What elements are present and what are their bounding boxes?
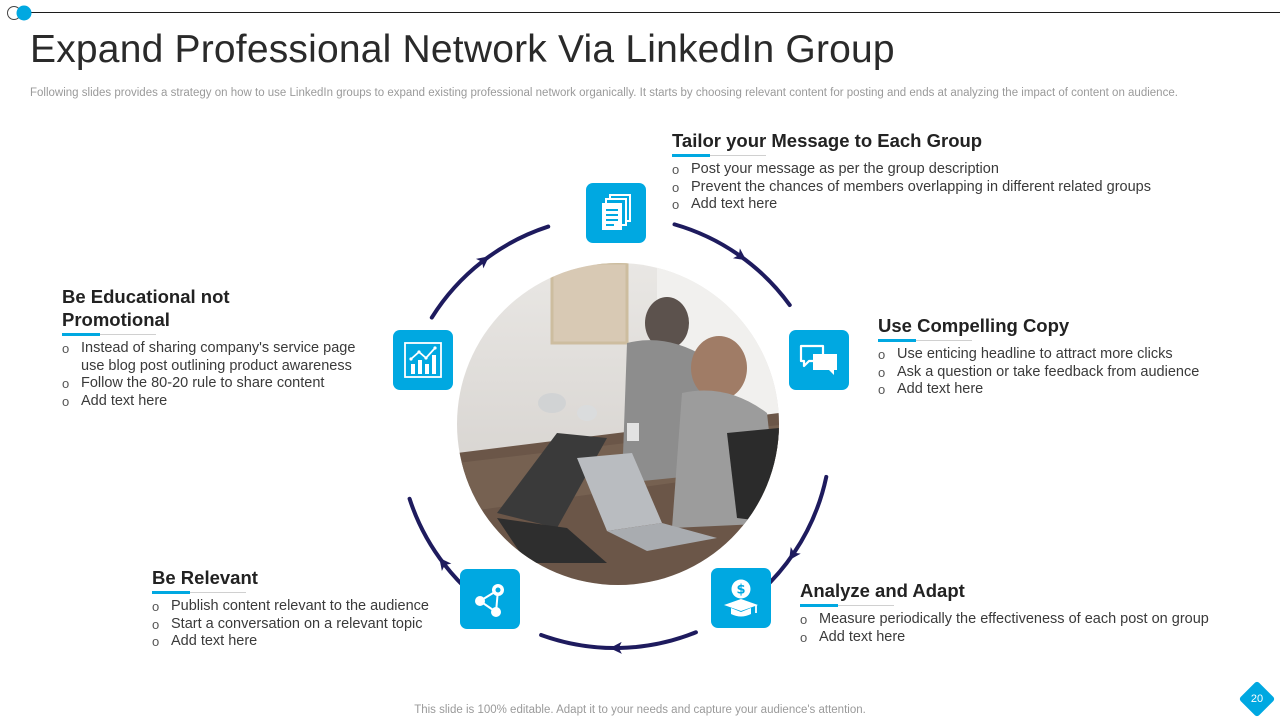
title-underline bbox=[672, 154, 1232, 157]
slide-subtitle: Following slides provides a strategy on … bbox=[30, 87, 1178, 99]
svg-text:$: $ bbox=[736, 583, 745, 598]
title-underline bbox=[62, 333, 367, 336]
step-title-line-2: Promotional bbox=[62, 309, 170, 330]
page-number: 20 bbox=[1250, 693, 1264, 705]
list-item: Start a conversation on a relevant topic bbox=[152, 616, 462, 634]
page-number-badge: 20 bbox=[1238, 680, 1276, 718]
step-title: Be Relevant bbox=[152, 567, 258, 588]
list-item: Add text here bbox=[152, 633, 462, 651]
step-analyze: Analyze and Adapt Measure periodically t… bbox=[800, 579, 1260, 646]
list-item: Add text here bbox=[878, 381, 1258, 399]
step-title-line-1: Be Educational not bbox=[62, 286, 230, 307]
step-compelling: Use Compelling Copy Use enticing headlin… bbox=[878, 314, 1258, 399]
list-item: Add text here bbox=[800, 629, 1260, 647]
step-relevant: Be Relevant Publish content relevant to … bbox=[152, 566, 462, 651]
cycle-arrowhead bbox=[789, 546, 801, 561]
bar-chart-icon bbox=[393, 330, 453, 390]
list-item: Ask a question or take feedback from aud… bbox=[878, 364, 1258, 382]
step-title: Tailor your Message to Each Group bbox=[672, 130, 983, 151]
list-item: Add text here bbox=[672, 196, 1232, 214]
slide-title: Expand Professional Network Via LinkedIn… bbox=[30, 28, 895, 71]
list-item: Prevent the chances of members overlappi… bbox=[672, 179, 1232, 197]
list-item: Use enticing headline to attract more cl… bbox=[878, 346, 1258, 364]
slide-footer: This slide is 100% editable. Adapt it to… bbox=[414, 704, 866, 716]
header-circles-icon bbox=[7, 5, 32, 21]
step-title: Use Compelling Copy bbox=[878, 315, 1070, 336]
list-item: Publish content relevant to the audience bbox=[152, 598, 462, 616]
step-tailor: Tailor your Message to Each Group Post y… bbox=[672, 129, 1232, 214]
documents-icon bbox=[586, 183, 646, 243]
list-item: Measure periodically the effectiveness o… bbox=[800, 611, 1260, 629]
top-rule bbox=[20, 12, 1280, 13]
cycle-arrowhead bbox=[439, 557, 452, 572]
step-title: Analyze and Adapt bbox=[800, 580, 965, 601]
cycle-arrowhead bbox=[732, 248, 747, 261]
list-item: Post your message as per the group descr… bbox=[672, 161, 1232, 179]
cycle-arrowhead bbox=[609, 641, 622, 654]
list-item: Add text here bbox=[62, 393, 367, 411]
team-meeting-photo bbox=[457, 263, 779, 585]
step-educational: Be Educational not Promotional Instead o… bbox=[62, 285, 367, 410]
chat-bubbles-icon bbox=[789, 330, 849, 390]
title-underline bbox=[152, 591, 462, 594]
title-underline bbox=[800, 604, 1260, 607]
network-nodes-icon bbox=[460, 569, 520, 629]
list-item: Instead of sharing company's service pag… bbox=[62, 340, 367, 375]
list-item: Follow the 80-20 rule to share content bbox=[62, 375, 367, 393]
cycle-arrowhead bbox=[475, 256, 490, 269]
title-underline bbox=[878, 339, 1258, 342]
dollar-graduation-icon: $ bbox=[711, 568, 771, 628]
